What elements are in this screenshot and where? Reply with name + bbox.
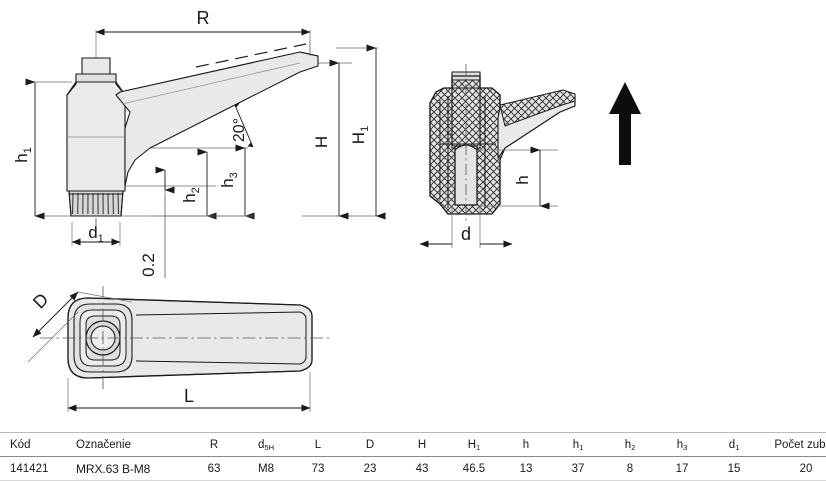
label-20deg: 20° (231, 118, 248, 142)
svg-text:0.2: 0.2 (139, 253, 158, 277)
cell-R: 63 (188, 457, 240, 481)
header-h: h (500, 433, 552, 457)
header-H1: H1 (448, 433, 500, 457)
plan-view-geometry (28, 286, 330, 412)
label-D-plan: D (29, 289, 52, 312)
header-h3: h3 (656, 433, 708, 457)
header-d5H: d5H (240, 433, 292, 457)
label-h-section: h (513, 175, 532, 184)
header-h2-sub: 2 (631, 443, 635, 452)
label-H-side: H (312, 136, 331, 148)
label-H1-side: H1 (349, 126, 371, 144)
header-h3-sub: 3 (683, 443, 687, 452)
cell-d5H: M8 (240, 457, 292, 481)
header-d5H-sub: 5H (264, 443, 274, 452)
cell-h: 13 (500, 457, 552, 481)
header-code: Kód (0, 433, 68, 457)
svg-text:h2: h2 (180, 187, 202, 203)
technical-drawing-canvas: R h1 H H1 h2 h3 d1 20° (0, 0, 826, 432)
label-L-plan: L (184, 386, 194, 406)
direction-arrow (609, 82, 641, 165)
header-teeth-count: Počet zubov (760, 433, 826, 457)
side-view-geometry (35, 30, 378, 278)
header-designation: Označenie (68, 433, 188, 457)
svg-text:20°: 20° (231, 118, 248, 142)
table-header: Kód Označenie R d5H L D H H1 h h1 h2 h3 … (0, 433, 826, 457)
table-body: 141421 MRX.63 B-M8 63 M8 73 23 43 46.5 1… (0, 457, 826, 481)
svg-text:h1: h1 (12, 147, 34, 163)
table-header-row: Kód Označenie R d5H L D H H1 h h1 h2 h3 … (0, 433, 826, 457)
table-row[interactable]: 141421 MRX.63 B-M8 63 M8 73 23 43 46.5 1… (0, 457, 826, 481)
cell-h3: 17 (656, 457, 708, 481)
cell-d1: 15 (708, 457, 760, 481)
label-h1-side: h1 (12, 147, 34, 163)
svg-text:h: h (513, 175, 532, 184)
header-h1: h1 (552, 433, 604, 457)
cell-H: 43 (396, 457, 448, 481)
header-d1-sub: 1 (735, 443, 739, 452)
header-h1-sub: 1 (579, 443, 583, 452)
header-H: H (396, 433, 448, 457)
cell-teeth-count: 20 (760, 457, 826, 481)
svg-text:h3: h3 (218, 172, 240, 188)
header-h2: h2 (604, 433, 656, 457)
drawing-svg: R h1 H H1 h2 h3 d1 20° (0, 0, 826, 432)
specification-table: Kód Označenie R d5H L D H H1 h h1 h2 h3 … (0, 432, 826, 481)
header-H1-sub: 1 (476, 443, 480, 452)
label-R: R (197, 8, 210, 28)
cell-H1: 46.5 (448, 457, 500, 481)
specification-table-container: Kód Označenie R d5H L D H H1 h h1 h2 h3 … (0, 432, 826, 479)
cell-code[interactable]: 141421 (0, 457, 68, 481)
svg-text:H1: H1 (349, 126, 371, 144)
header-d1: d1 (708, 433, 760, 457)
header-L: L (292, 433, 344, 457)
cell-D: 23 (344, 457, 396, 481)
cell-h1: 37 (552, 457, 604, 481)
cell-designation: MRX.63 B-M8 (68, 457, 188, 481)
label-h3-side: h3 (218, 172, 240, 188)
cell-L: 73 (292, 457, 344, 481)
svg-text:D: D (29, 289, 52, 312)
label-d1-side: d1 (88, 223, 104, 245)
header-R: R (188, 433, 240, 457)
section-view-geometry (420, 64, 575, 248)
label-h2-side: h2 (180, 187, 202, 203)
cell-h2: 8 (604, 457, 656, 481)
label-d-section: d (461, 224, 471, 244)
header-D: D (344, 433, 396, 457)
svg-text:H: H (312, 136, 331, 148)
label-0point2: 0.2 (139, 253, 158, 277)
